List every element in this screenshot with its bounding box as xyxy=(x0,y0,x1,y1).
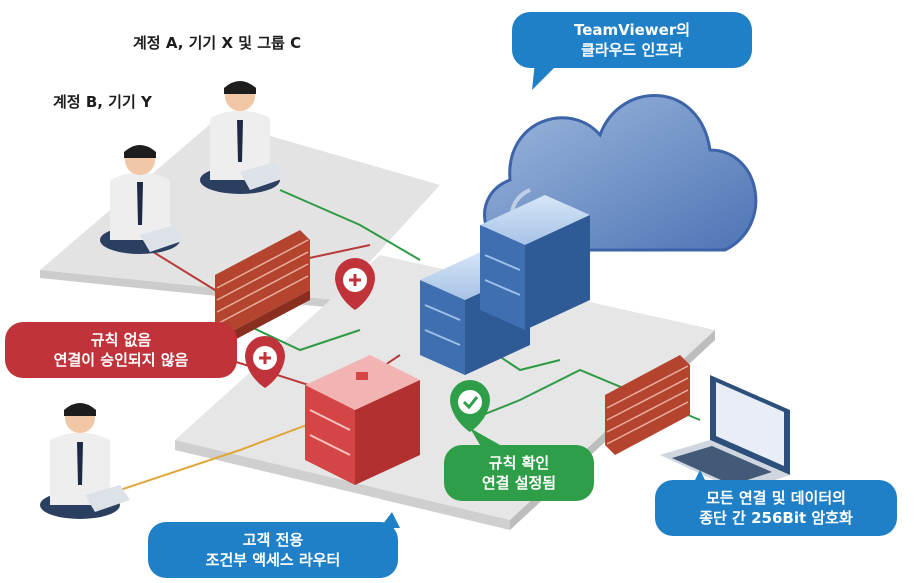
router-callout-line1: 고객 전용 xyxy=(242,531,304,549)
bubble-tail xyxy=(532,62,560,90)
user-icon xyxy=(200,81,285,194)
bubble-tail xyxy=(470,428,500,445)
user-icon xyxy=(100,145,185,254)
encryption-callout: 모든 연결 및 데이터의 종단 간 256Bit 암호화 xyxy=(655,480,897,536)
no-rule-callout-line1: 규칙 없음 xyxy=(90,331,152,349)
account-a-label: 계정 A, 기기 X 및 그룹 C xyxy=(133,34,302,52)
rule-confirmed-callout: 규칙 확인 연결 설정됨 xyxy=(444,445,594,501)
rule-confirmed-callout-line2: 연결 설정됨 xyxy=(481,474,557,492)
blocked-pin-icon xyxy=(335,258,375,310)
no-rule-callout: 규칙 없음 연결이 승인되지 않음 xyxy=(5,322,237,378)
encryption-callout-line2: 종단 간 256Bit 암호화 xyxy=(699,509,853,527)
firewall-left-icon xyxy=(215,230,310,345)
teamviewer-server-stack-icon xyxy=(353,195,590,375)
cloud-callout-line1: TeamViewer의 xyxy=(573,21,691,39)
rule-confirmed-callout-line1: 규칙 확인 xyxy=(488,454,550,472)
firewall-right-icon xyxy=(605,355,690,455)
cloud-callout-line2: 클라우드 인프라 xyxy=(581,41,683,59)
cloud-callout: TeamViewer의 클라우드 인프라 xyxy=(512,12,752,68)
account-b-label: 계정 B, 기기 Y xyxy=(53,93,152,111)
conditional-access-router-icon xyxy=(305,355,420,485)
router-callout-line2: 조건부 액세스 라우터 xyxy=(205,551,341,569)
encryption-callout-line1: 모든 연결 및 데이터의 xyxy=(706,489,846,507)
user-icon xyxy=(40,403,130,519)
blocked-pin-icon xyxy=(245,336,285,388)
approved-pin-icon xyxy=(450,380,490,432)
router-callout: 고객 전용 조건부 액세스 라우터 xyxy=(148,522,398,578)
laptop-icon xyxy=(660,375,790,492)
no-rule-callout-line2: 연결이 승인되지 않음 xyxy=(53,351,189,369)
